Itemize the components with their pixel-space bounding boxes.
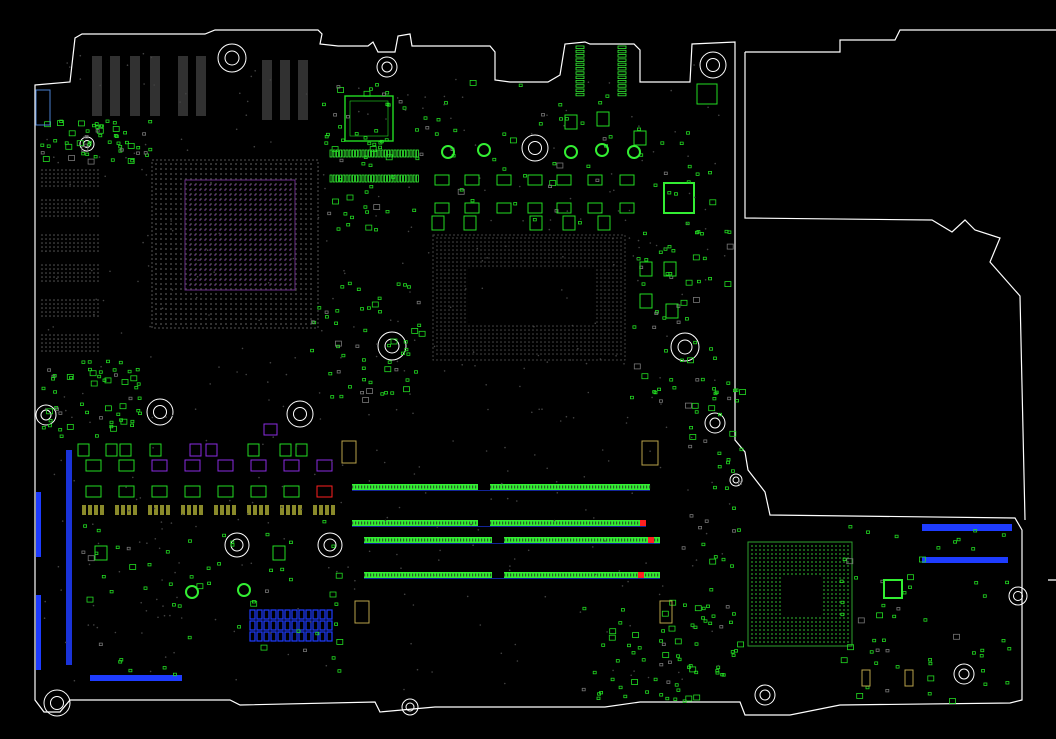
crystal-pad	[185, 585, 199, 599]
inductor	[527, 202, 543, 214]
small-qfn	[883, 579, 903, 599]
crystal-pad	[441, 145, 455, 159]
left-chip-rows	[41, 169, 99, 352]
cpu-bga-package	[151, 159, 319, 329]
inductor	[597, 215, 611, 231]
inductor	[562, 215, 576, 231]
crystal-pad	[564, 145, 578, 159]
mounting-hole	[224, 532, 250, 558]
inductor	[496, 174, 512, 186]
inductor	[556, 174, 572, 186]
power-stage-row	[77, 423, 335, 515]
memory-slot-4[interactable]	[364, 572, 660, 579]
inductor	[94, 545, 108, 561]
inductor	[464, 202, 480, 214]
inductor	[529, 215, 543, 231]
inductor	[663, 261, 677, 277]
small-ic	[696, 83, 718, 105]
header-rows	[329, 45, 627, 183]
mounting-hole	[217, 43, 247, 73]
memory-slot-2[interactable]	[352, 520, 646, 527]
inductor	[587, 202, 603, 214]
inductor	[665, 303, 679, 319]
inductor	[587, 174, 603, 186]
mounting-hole	[376, 56, 398, 78]
pch-bga-package	[432, 234, 626, 361]
slot-key-marker	[640, 520, 646, 526]
inductor	[633, 130, 647, 146]
mounting-hole	[43, 689, 71, 717]
crystal-pad	[595, 143, 609, 157]
inductor	[272, 545, 286, 561]
dimm-column-group	[92, 56, 308, 120]
mounting-hole	[1008, 586, 1028, 606]
mounting-hole	[35, 404, 57, 426]
secondary-board-outline	[744, 29, 1056, 581]
crystal-pad	[237, 583, 251, 597]
qfp-ic-right	[663, 182, 695, 214]
inductor	[496, 202, 512, 214]
mounting-hole	[79, 136, 95, 152]
slot-key-marker	[648, 537, 654, 543]
inductor	[619, 174, 635, 186]
mounting-holes	[35, 43, 1028, 717]
board-outline	[34, 29, 1023, 716]
inductor	[431, 215, 445, 231]
mounting-hole	[521, 134, 549, 162]
mounting-hole	[377, 331, 407, 361]
inductor	[639, 261, 653, 277]
right-top-connector	[922, 524, 1012, 563]
mounting-hole	[729, 473, 743, 487]
bottom-blue-block	[249, 609, 333, 642]
memory-slot-3[interactable]	[364, 537, 660, 544]
slot-key-marker	[638, 572, 644, 578]
inductor	[463, 215, 477, 231]
label-frame-top-left	[35, 89, 51, 126]
mounting-hole	[670, 332, 700, 362]
inductor	[464, 174, 480, 186]
mounting-hole	[286, 400, 314, 428]
mounting-hole	[953, 663, 975, 685]
inductor-outlines	[94, 83, 903, 599]
mounting-hole	[754, 684, 776, 706]
crystal-pad	[477, 143, 491, 157]
inductor	[434, 174, 450, 186]
gpu-bga-package	[747, 541, 853, 647]
slot-segment	[490, 484, 650, 490]
inductor	[527, 174, 543, 186]
small-components	[40, 52, 1012, 704]
mounting-hole	[317, 532, 343, 558]
inductor	[556, 202, 572, 214]
mounting-hole	[401, 698, 419, 716]
mounting-hole	[146, 398, 174, 426]
keepout-rectangles	[341, 440, 914, 687]
inductor	[619, 202, 635, 214]
left-edge-connector	[36, 450, 182, 681]
crystal-pad	[627, 145, 641, 159]
inductor	[639, 293, 653, 309]
inductor	[596, 111, 610, 127]
inductor	[564, 114, 578, 130]
inductor	[434, 202, 450, 214]
mounting-hole	[699, 51, 727, 79]
mounting-hole	[704, 412, 726, 434]
memory-slot-1[interactable]	[352, 484, 651, 491]
